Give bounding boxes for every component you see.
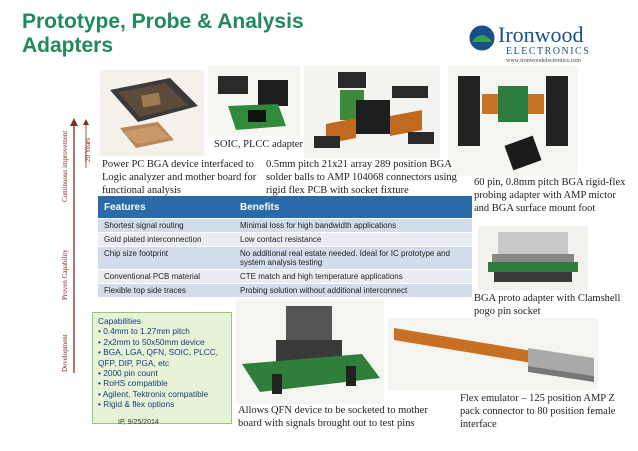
bga-60pin-probe-image xyxy=(448,66,578,176)
bga-proto-clamshell-image xyxy=(478,226,588,290)
page-title: Prototype, Probe & Analysis Adapters xyxy=(22,10,362,58)
bga-289-caption: 0.5mm pitch 21x21 array 289 position BGA… xyxy=(266,159,457,196)
capability-item: • 2000 pin count xyxy=(98,368,158,379)
flex-caption: Flex emulator – 125 position AMP Z pack … xyxy=(460,393,616,430)
soic-caption: SOIC, PLCC adapter xyxy=(214,139,303,150)
features-benefits-table: Features Benefits Shortest signal routin… xyxy=(98,196,472,297)
title-line-2: Adapters xyxy=(22,34,114,57)
benefit-cell: Probing solution without additional inte… xyxy=(234,283,472,297)
capability-item: • RoHS compatible xyxy=(98,378,168,389)
table-row: Gold plated interconnection Low contact … xyxy=(98,232,472,247)
capability-item: • Rigid & flex options xyxy=(98,399,175,410)
soic-plcc-adapter-image xyxy=(208,66,300,136)
feature-cell: Shortest signal routing xyxy=(98,218,234,233)
benefit-cell: CTE match and high temperature applicati… xyxy=(234,269,472,284)
axis-development-label: Development xyxy=(61,334,69,372)
capabilities-box: Capabilities • 0.4mm to 1.27mm pitch • 2… xyxy=(92,312,232,424)
ironwood-logo: Ironwood ELECTRONICS www.ironwoodelectro… xyxy=(468,22,628,70)
flex-emulator-image xyxy=(388,318,598,390)
logo-name: Ironwood xyxy=(498,22,584,47)
logo-sub: ELECTRONICS xyxy=(506,46,591,57)
powerpc-adapter-image xyxy=(100,70,204,156)
table-row: Conventional PCB material CTE match and … xyxy=(98,269,472,284)
feature-cell: Conventional PCB material xyxy=(98,269,234,284)
qfn-caption: Allows QFN device to be socketed to moth… xyxy=(238,405,428,429)
table-row: Chip size footprint No additional real e… xyxy=(98,246,472,270)
table-header-row: Features Benefits xyxy=(98,196,472,219)
feature-cell: Chip size footprint xyxy=(98,246,234,270)
benefit-cell: Low contact resistance xyxy=(234,232,472,247)
bga-proto-caption: BGA proto adapter with Clamshell pogo pi… xyxy=(474,293,621,317)
axis-years-label: 20 Years xyxy=(84,137,92,162)
table-row: Flexible top side traces Probing solutio… xyxy=(98,283,472,297)
title-line-1: Prototype, Probe & Analysis xyxy=(22,10,304,33)
bga-289-adapter-image xyxy=(304,66,440,158)
axis-continuous-label: Continuous improvement xyxy=(61,130,69,202)
capabilities-title: Capabilities xyxy=(98,316,141,326)
feature-cell: Gold plated interconnection xyxy=(98,232,234,247)
feature-cell: Flexible top side traces xyxy=(98,283,234,297)
capability-item: • BGA, LGA, QFN, SOIC, PLCC, QFP, DIP, P… xyxy=(98,347,219,368)
benefit-cell: No additional real estate needed. Ideal … xyxy=(234,246,472,270)
benefit-cell: Minimal loss for high bandwidth applicat… xyxy=(234,218,472,233)
capability-item: • Agilent, Tektronix compatible xyxy=(98,388,209,399)
capability-item: • 0.4mm to 1.27mm pitch xyxy=(98,326,190,337)
logo-url: www.ironwoodelectronics.com xyxy=(506,58,581,64)
progress-axis-arrow xyxy=(70,118,89,373)
benefits-header: Benefits xyxy=(234,196,472,219)
qfn-socket-image xyxy=(236,300,384,404)
logo-mark-icon xyxy=(468,24,496,52)
table-row: Shortest signal routing Minimal loss for… xyxy=(98,218,472,233)
capability-item: • 2x2mm to 50x50mm device xyxy=(98,336,205,347)
bga-60pin-caption: 60 pin, 0.8mm pitch BGA rigid-flex probi… xyxy=(474,177,626,214)
features-header: Features xyxy=(98,196,234,219)
axis-proven-label: Proven Capability xyxy=(61,249,69,300)
powerpc-caption: Power PC BGA device interfaced to Logic … xyxy=(102,159,257,196)
footer-date: IP, 9/25/2014 xyxy=(118,419,159,426)
